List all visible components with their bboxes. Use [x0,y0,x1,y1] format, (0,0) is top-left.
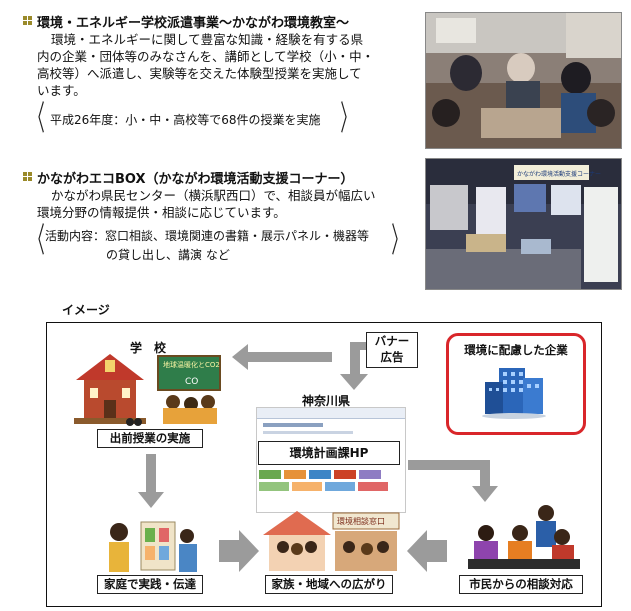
classroom-lecture-icon: 地球温暖化とCO2 CO [157,355,221,424]
left-bracket-icon: 〈 [29,99,45,139]
section2-line: 環境分野の情報提供・相談に応じています。 [37,205,286,220]
arrow-down-to-prefecture-icon [340,342,371,390]
home-label: 家庭で実践・伝達 [97,575,203,594]
family-at-home-icon [109,521,197,572]
section1-line: 環境・エネルギーに関して豊富な知識・経験を有する県 [51,32,364,47]
office-building-icon [482,368,546,419]
section2-line: かながわ県民センター（横浜駅西口）で、相談員が幅広い [51,188,376,203]
poster-co-text: CO [185,377,198,387]
arrow-consult-to-spread-icon [407,530,447,572]
right-bracket-icon: 〉 [391,221,407,261]
hp-label: 環境計画課HP [258,441,400,465]
lecture-label: 出前授業の実施 [97,429,203,448]
section1-bullet-icon [23,16,32,25]
section1-line: 高校等）へ派遣し、実験等を交えた体験型授業を実施して [37,66,362,81]
section1-body: 環境・エネルギーに関して豊富な知識・経験を有する県 内の企業・団体等のみなさんを… [37,31,407,99]
prefecture-label: 神奈川県 [302,394,351,408]
section2-title: かながわエコBOX（かながわ環境活動支援コーナー） [37,172,354,187]
classroom-photo [425,12,622,149]
section2-note-line1: 活動内容：窓口相談、環境関連の書籍・展示パネル・機器等 [45,229,370,243]
arrow-home-to-spread-icon [219,530,259,572]
consult-label: 市民からの相談対応 [459,575,583,594]
section1-line: 内の企業・団体等のみなさんを、講師として学校（小・中・ [37,49,375,64]
company-box: 環境に配慮した企業 [446,333,586,435]
poster-text: 地球温暖化とCO2 [163,360,220,369]
section2-body: かながわ県民センター（横浜駅西口）で、相談員が幅広い 環境分野の情報提供・相談に… [37,187,407,221]
section1-title: 環境・エネルギー学校派遣事業～かながわ環境教室～ [37,16,350,31]
office-sign: 環境相談窓口 [337,516,385,526]
arrow-to-school-icon [232,344,332,370]
left-bracket-icon: 〈 [29,221,45,261]
photo2-sign: かながわ環境活動支援コーナー [517,170,601,178]
section2-bullet-icon [23,172,32,181]
banner-ad-label: バナー 広告 [366,332,418,368]
image-label: イメージ [62,303,110,317]
spread-label: 家族・地域への広がり [265,575,393,594]
banner-label-line1: バナー [374,334,410,348]
family-community-icon: 環境相談窓口 [263,511,400,571]
school-label: 学 校 [130,341,167,355]
ecobox-photo: かながわ環境活動支援コーナー [425,158,622,290]
arrow-down-to-home-icon [138,454,164,508]
arrow-to-consult-icon [408,460,498,502]
section1-line: います。 [37,83,86,98]
right-bracket-icon: 〉 [340,99,356,139]
company-label: 環境に配慮した企業 [464,343,568,357]
banner-label-line2: 広告 [380,350,404,364]
section2-note-line2: の貸し出し、講演 など [106,248,230,262]
citizen-consultation-icon [468,505,580,569]
school-building-icon [74,354,146,426]
diagram-frame [46,322,602,607]
section1-note: 平成26年度：小・中・高校等で68件の授業を実施 [50,113,321,127]
